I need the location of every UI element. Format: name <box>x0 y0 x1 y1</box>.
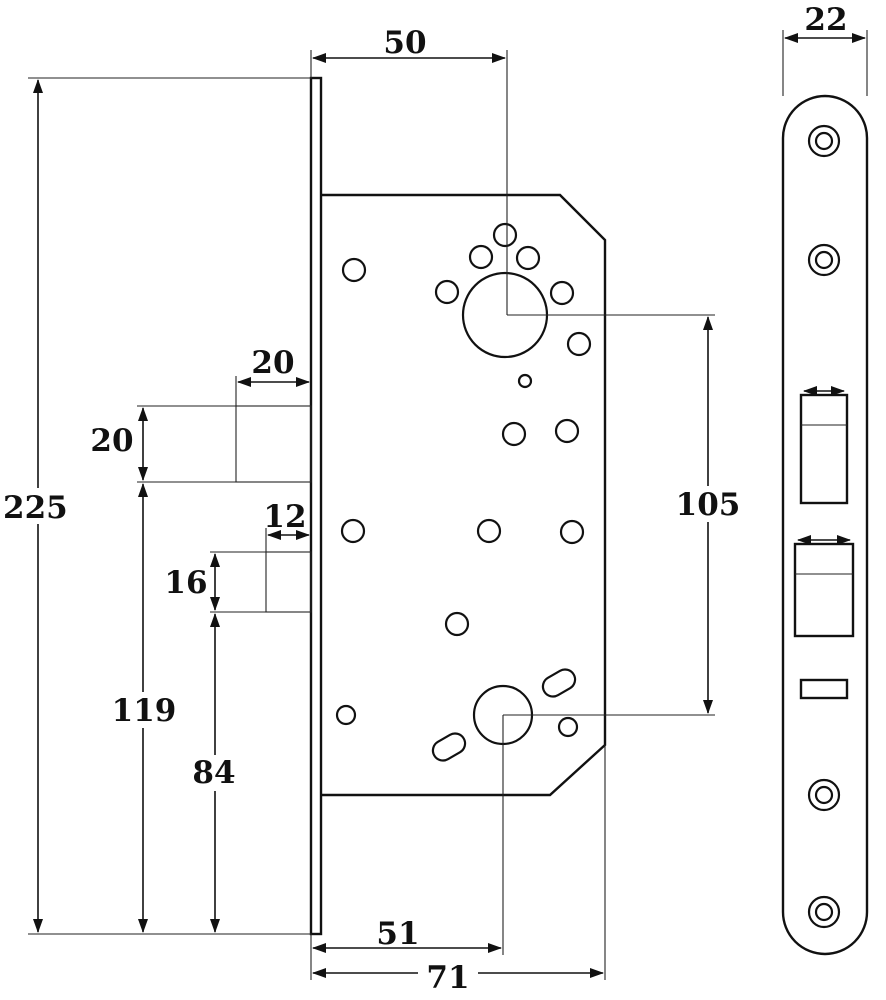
fixing-hole <box>444 611 470 637</box>
fixing-hole <box>549 280 575 306</box>
front-plate <box>309 76 323 936</box>
lock-body-side-view <box>235 76 607 936</box>
fixing-hole <box>434 279 460 305</box>
dim-label-top-width: 22 <box>804 2 847 38</box>
screw-hole <box>814 250 834 270</box>
fixing-hole <box>559 519 585 545</box>
latch-bolt <box>235 405 312 483</box>
fixing-hole <box>554 418 580 444</box>
slot-hole <box>541 668 577 698</box>
fixing-hole <box>501 421 527 447</box>
fixing-hole <box>468 244 494 270</box>
dim-label-backset: 50 <box>383 25 426 61</box>
dim-label-latch-projection: 20 <box>251 345 294 381</box>
fixing-hole <box>340 518 366 544</box>
dim-label-latch-height: 20 <box>90 423 133 459</box>
fixing-hole <box>557 716 579 738</box>
fixing-hole <box>335 704 357 726</box>
bolt-opening <box>793 542 855 638</box>
small-slot <box>799 678 849 700</box>
fixing-hole <box>492 222 518 248</box>
latch-opening <box>799 393 849 505</box>
faceplate-front-view <box>781 94 869 956</box>
faceplate <box>781 94 869 956</box>
dim-label-bolt-projection: 12 <box>263 499 306 535</box>
dim-label-total-height: 225 <box>3 490 68 526</box>
screw-hole <box>814 785 834 805</box>
fixing-hole <box>341 257 367 283</box>
dead-bolt <box>265 551 312 613</box>
fixing-hole <box>515 245 541 271</box>
dim-label-total-width: 71 <box>426 960 469 996</box>
fixing-hole <box>517 373 533 389</box>
dim-label-centre-distance: 105 <box>676 487 741 523</box>
screw-hole <box>814 902 834 922</box>
dim-label-inner-width: 51 <box>376 916 419 952</box>
dim-label-bolt-height: 16 <box>164 565 207 601</box>
slot-hole <box>431 732 467 762</box>
fixing-hole <box>476 518 502 544</box>
dim-label-bolt-position: 84 <box>192 755 235 791</box>
dimension-labels: 225 50 22 20 20 12 16 105 119 84 51 71 <box>0 2 848 996</box>
screw-hole <box>814 131 834 151</box>
fixing-hole <box>566 331 592 357</box>
lock-case <box>321 193 607 797</box>
dim-label-latch-position: 119 <box>112 693 177 729</box>
